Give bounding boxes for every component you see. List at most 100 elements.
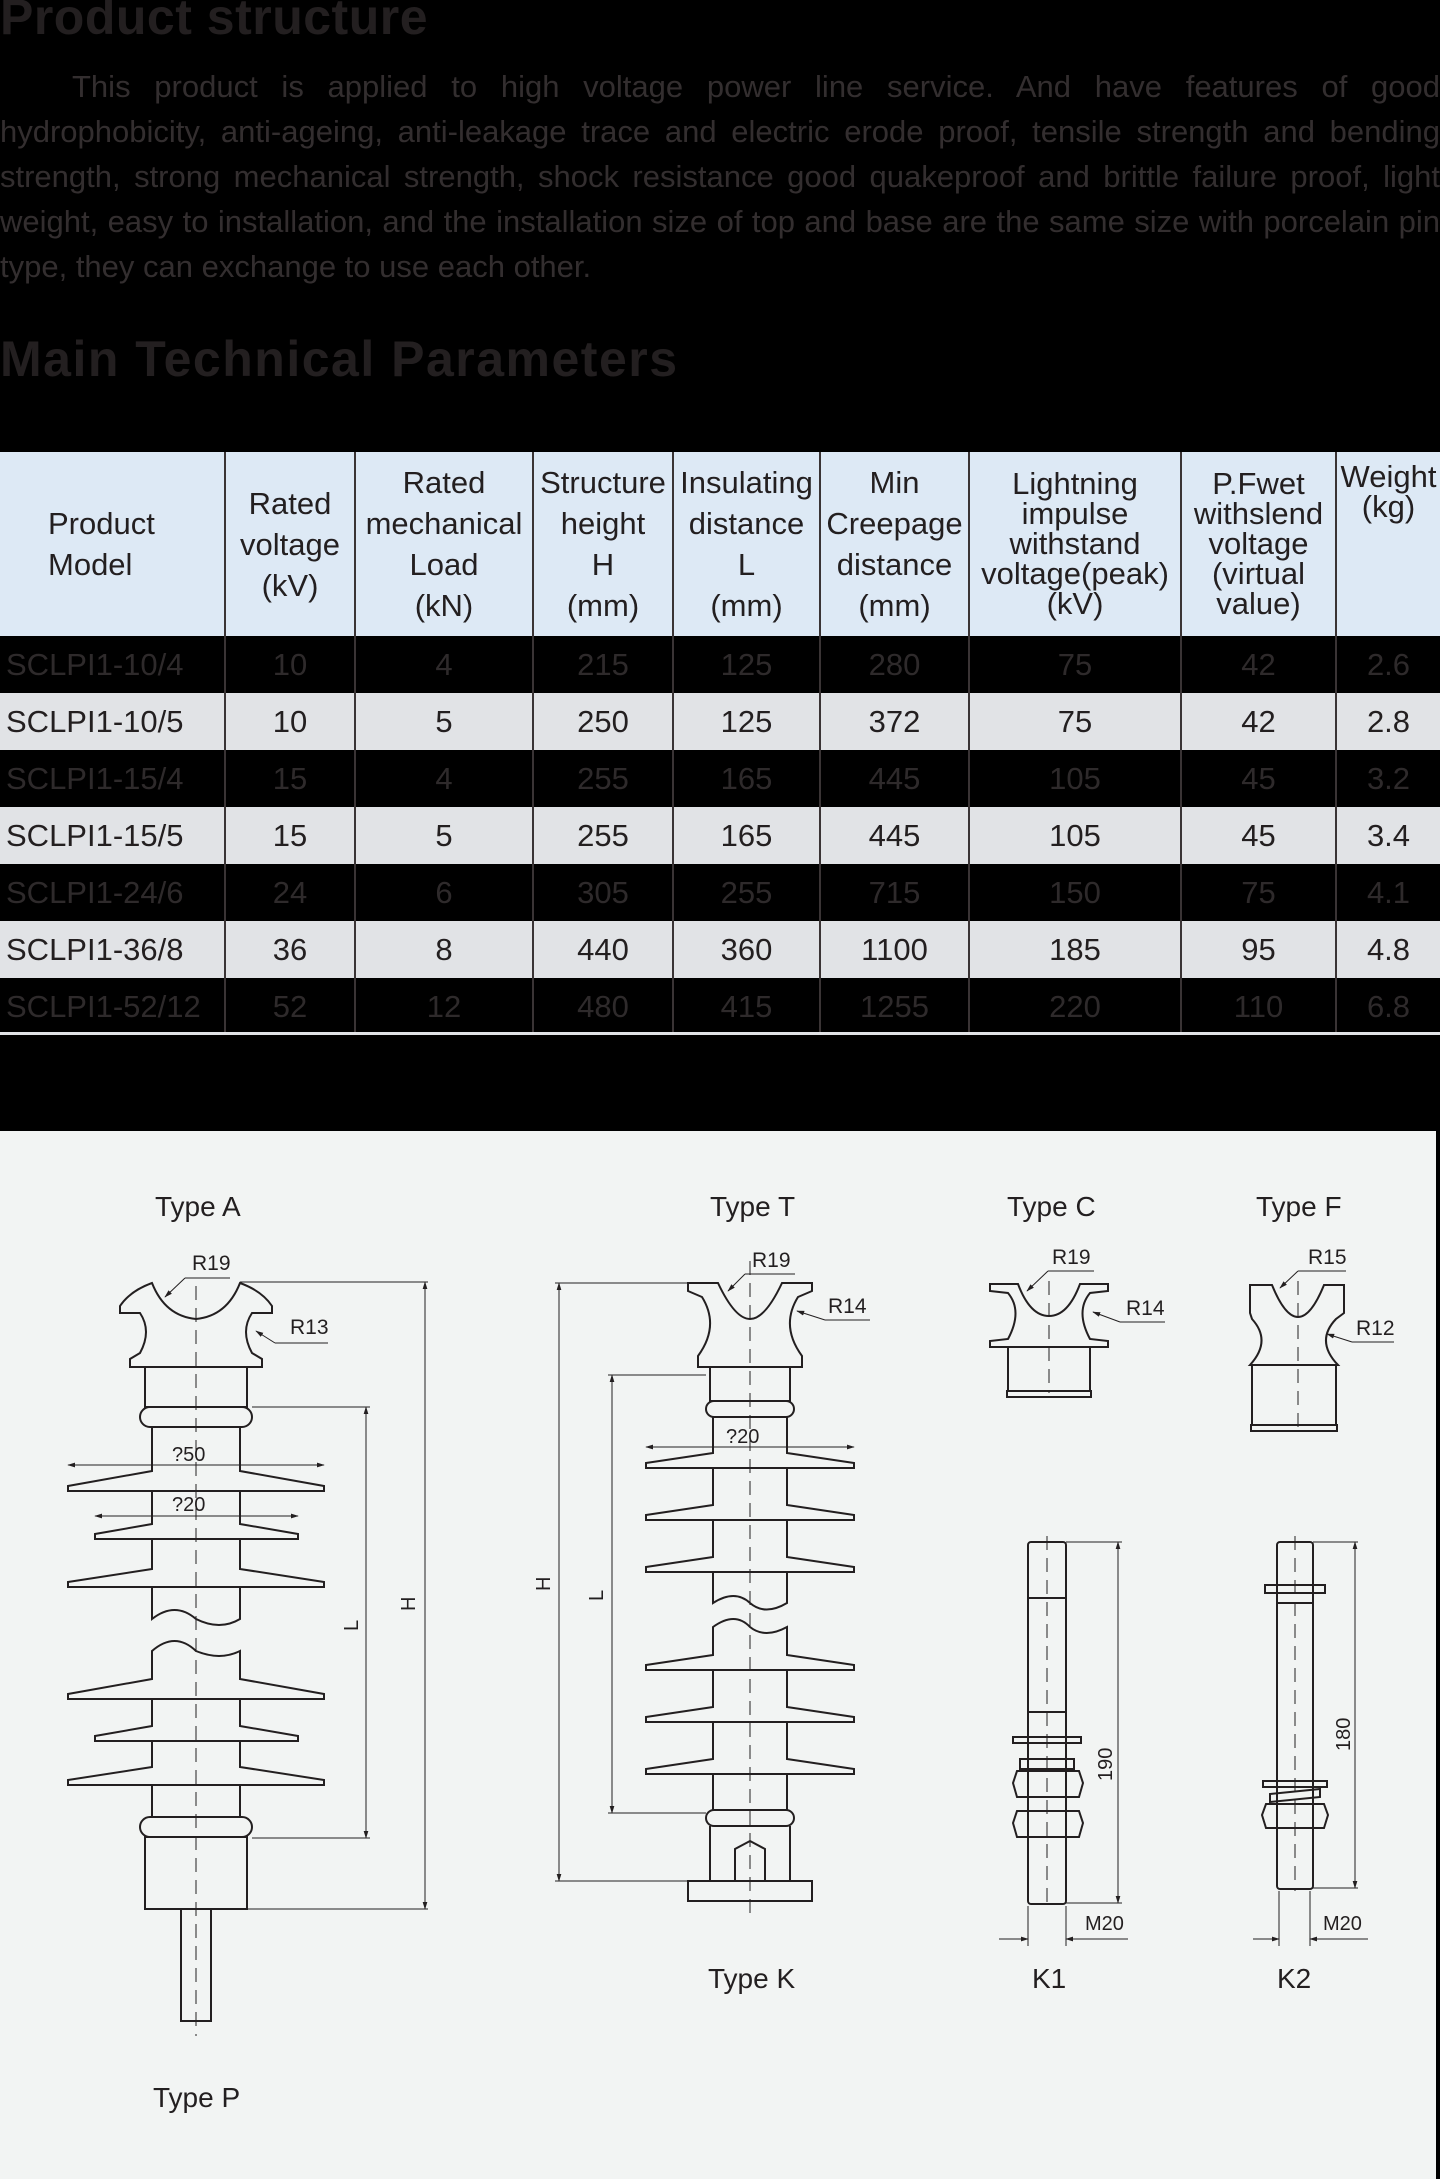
cell-model: SCLPI1-52/12 (0, 978, 226, 1035)
type-t-diameter: ?20 (726, 1426, 759, 1448)
cell-creepage-distance: 715 (819, 864, 970, 921)
cell-weight: 6.8 (1335, 978, 1440, 1035)
cell-weight: 4.1 (1335, 864, 1440, 921)
type-t-drawing: Type T R19 R14 ?20 H L Type K (533, 1191, 870, 1994)
cell-weight: 2.8 (1335, 693, 1440, 750)
cell-creepage-distance: 1255 (819, 978, 970, 1035)
k1-length: 190 (1095, 1748, 1117, 1781)
cell-structure-height: 255 (532, 807, 674, 864)
type-t-r-top: R19 (752, 1249, 791, 1272)
k2-thread: M20 (1323, 1913, 1362, 1935)
table-bottom-border (0, 1032, 1440, 1035)
cell-insulating-distance: 360 (672, 921, 821, 978)
col-header-lightning-impulse: Lightning impulse withstand voltage(peak… (968, 452, 1182, 636)
cell-mechanical-load: 8 (354, 921, 534, 978)
cell-rated-voltage: 10 (224, 636, 356, 693)
cell-model: SCLPI1-36/8 (0, 921, 226, 978)
cell-insulating-distance: 125 (672, 693, 821, 750)
cell-model: SCLPI1-24/6 (0, 864, 226, 921)
cell-model: SCLPI1-15/5 (0, 807, 226, 864)
type-f-label: Type F (1256, 1191, 1342, 1222)
cell-rated-voltage: 52 (224, 978, 356, 1035)
cell-creepage-distance: 445 (819, 750, 970, 807)
type-a-diameter-2: ?20 (172, 1494, 205, 1516)
type-t-dim-h: H (533, 1577, 555, 1591)
cell-model: SCLPI1-10/4 (0, 636, 226, 693)
type-c-r-side: R14 (1126, 1297, 1165, 1320)
type-c-label: Type C (1007, 1191, 1096, 1222)
cell-mechanical-load: 6 (354, 864, 534, 921)
cell-rated-voltage: 36 (224, 921, 356, 978)
cell-lightning-impulse: 75 (968, 636, 1182, 693)
cell-insulating-distance: 165 (672, 750, 821, 807)
type-a-dim-l: L (341, 1620, 363, 1631)
cell-structure-height: 215 (532, 636, 674, 693)
col-header-insulating-distance: Insulating distance L (mm) (672, 452, 821, 636)
type-k-label: Type K (708, 1963, 795, 1994)
cell-weight: 2.6 (1335, 636, 1440, 693)
cell-lightning-impulse: 185 (968, 921, 1182, 978)
k2-label: K2 (1277, 1963, 1311, 1994)
cell-weight: 3.4 (1335, 807, 1440, 864)
cell-creepage-distance: 445 (819, 807, 970, 864)
type-a-r-side: R13 (290, 1316, 329, 1339)
cell-insulating-distance: 165 (672, 807, 821, 864)
cell-pf-wet-voltage: 45 (1180, 750, 1337, 807)
col-header-rated-voltage: Rated voltage (kV) (224, 452, 356, 636)
cell-creepage-distance: 1100 (819, 921, 970, 978)
col-header-weight: Weight (kg) (1335, 452, 1440, 636)
cell-weight: 3.2 (1335, 750, 1440, 807)
type-c-drawing: Type C R19 R14 (989, 1191, 1165, 1398)
cell-mechanical-load: 5 (354, 693, 534, 750)
cell-structure-height: 305 (532, 864, 674, 921)
cell-lightning-impulse: 75 (968, 693, 1182, 750)
cell-pf-wet-voltage: 95 (1180, 921, 1337, 978)
type-t-r-side: R14 (828, 1295, 867, 1318)
cell-mechanical-load: 4 (354, 750, 534, 807)
cell-lightning-impulse: 105 (968, 750, 1182, 807)
cell-mechanical-load: 12 (354, 978, 534, 1035)
type-a-diameter-1: ?50 (172, 1444, 205, 1466)
k1-thread: M20 (1085, 1913, 1124, 1935)
type-c-r-top: R19 (1052, 1246, 1091, 1269)
cell-rated-voltage: 10 (224, 693, 356, 750)
cell-structure-height: 440 (532, 921, 674, 978)
col-header-pf-wet-voltage: P.Fwet withslend voltage (virtual value) (1180, 452, 1337, 636)
type-a-dim-h: H (398, 1597, 420, 1611)
type-p-label: Type P (153, 2082, 240, 2113)
col-header-model: Product Model (0, 452, 226, 636)
col-header-creepage-distance: Min Creepage distance (mm) (819, 452, 970, 636)
k2-bolt-drawing: 180 M20 K2 (1253, 1536, 1368, 1994)
k1-bolt-drawing: 190 M20 K1 (999, 1536, 1128, 1994)
cell-lightning-impulse: 105 (968, 807, 1182, 864)
cell-weight: 4.8 (1335, 921, 1440, 978)
type-a-label: Type A (155, 1191, 241, 1222)
cell-rated-voltage: 24 (224, 864, 356, 921)
cell-insulating-distance: 415 (672, 978, 821, 1035)
cell-insulating-distance: 255 (672, 864, 821, 921)
cell-insulating-distance: 125 (672, 636, 821, 693)
cell-pf-wet-voltage: 75 (1180, 864, 1337, 921)
cell-rated-voltage: 15 (224, 750, 356, 807)
cell-pf-wet-voltage: 42 (1180, 636, 1337, 693)
cell-structure-height: 480 (532, 978, 674, 1035)
cell-pf-wet-voltage: 42 (1180, 693, 1337, 750)
cell-lightning-impulse: 150 (968, 864, 1182, 921)
technical-drawings-panel: Type A R19 R13 ?50 ?20 H L (0, 1131, 1436, 2179)
cell-creepage-distance: 372 (819, 693, 970, 750)
cell-model: SCLPI1-10/5 (0, 693, 226, 750)
k2-length: 180 (1333, 1718, 1355, 1751)
product-description: This product is applied to high voltage … (0, 69, 1440, 284)
cell-structure-height: 250 (532, 693, 674, 750)
cell-pf-wet-voltage: 45 (1180, 807, 1337, 864)
type-a-r-top: R19 (192, 1252, 231, 1275)
type-t-label: Type T (710, 1191, 795, 1222)
cell-creepage-distance: 280 (819, 636, 970, 693)
type-a-drawing: Type A R19 R13 ?50 ?20 H L (67, 1191, 428, 2113)
